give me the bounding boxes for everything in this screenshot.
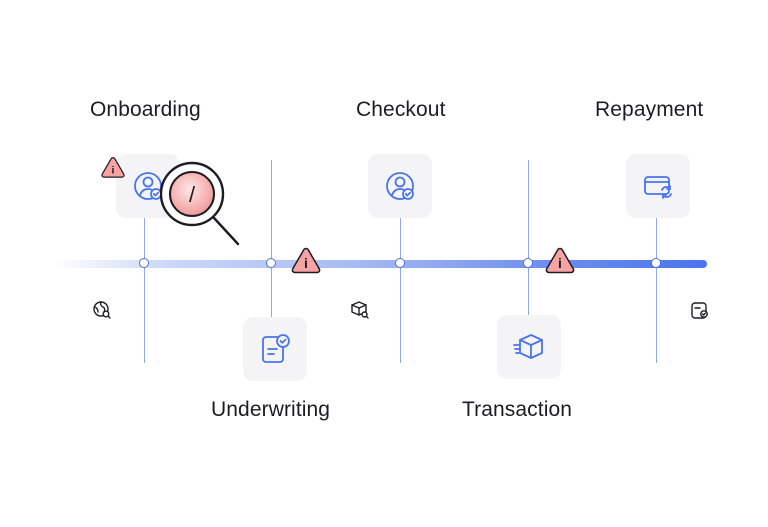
timeline-node-repayment [651, 258, 661, 268]
warning-glyph: i [112, 165, 115, 177]
stage-label-transaction: Transaction [462, 398, 573, 421]
stage-label-checkout: Checkout [356, 98, 446, 121]
user-check-icon [134, 172, 162, 200]
stage-label-repayment: Repayment [595, 98, 704, 121]
connector-line-underwriting [271, 160, 272, 318]
user-check-icon [386, 172, 414, 200]
timeline-node-checkout [395, 258, 405, 268]
checkout-icon-card [368, 154, 432, 218]
repayment-icon-card [626, 154, 690, 218]
magnifier-icon: / [160, 161, 240, 246]
box-shipping-icon [513, 334, 543, 359]
timeline-node-transaction [523, 258, 533, 268]
connector-line-repayment [656, 218, 657, 363]
connector-line-checkout [400, 218, 401, 363]
timeline-node-underwriting [266, 258, 276, 268]
box-search-icon [350, 300, 370, 320]
warning-glyph: i [558, 255, 562, 271]
stage-label-onboarding: Onboarding [90, 98, 201, 121]
document-check-icon [262, 334, 290, 363]
warning-glyph: i [304, 255, 308, 271]
card-refresh-icon [644, 176, 672, 199]
card-user-icon [690, 300, 710, 320]
warning-icon-underwriting: i [290, 246, 322, 274]
globe-search-icon [92, 300, 112, 320]
connector-line-transaction [528, 160, 529, 318]
transaction-icon-card [497, 315, 561, 379]
underwriting-icon-card [243, 317, 307, 381]
magnifier-glyph: / [189, 182, 196, 207]
stage-label-underwriting: Underwriting [211, 398, 331, 421]
timeline-bar [55, 260, 707, 268]
warning-icon-transaction: i [544, 246, 576, 274]
warning-icon-onboarding: i [100, 155, 126, 179]
connector-line-onboarding [144, 218, 145, 363]
timeline-node-onboarding [139, 258, 149, 268]
